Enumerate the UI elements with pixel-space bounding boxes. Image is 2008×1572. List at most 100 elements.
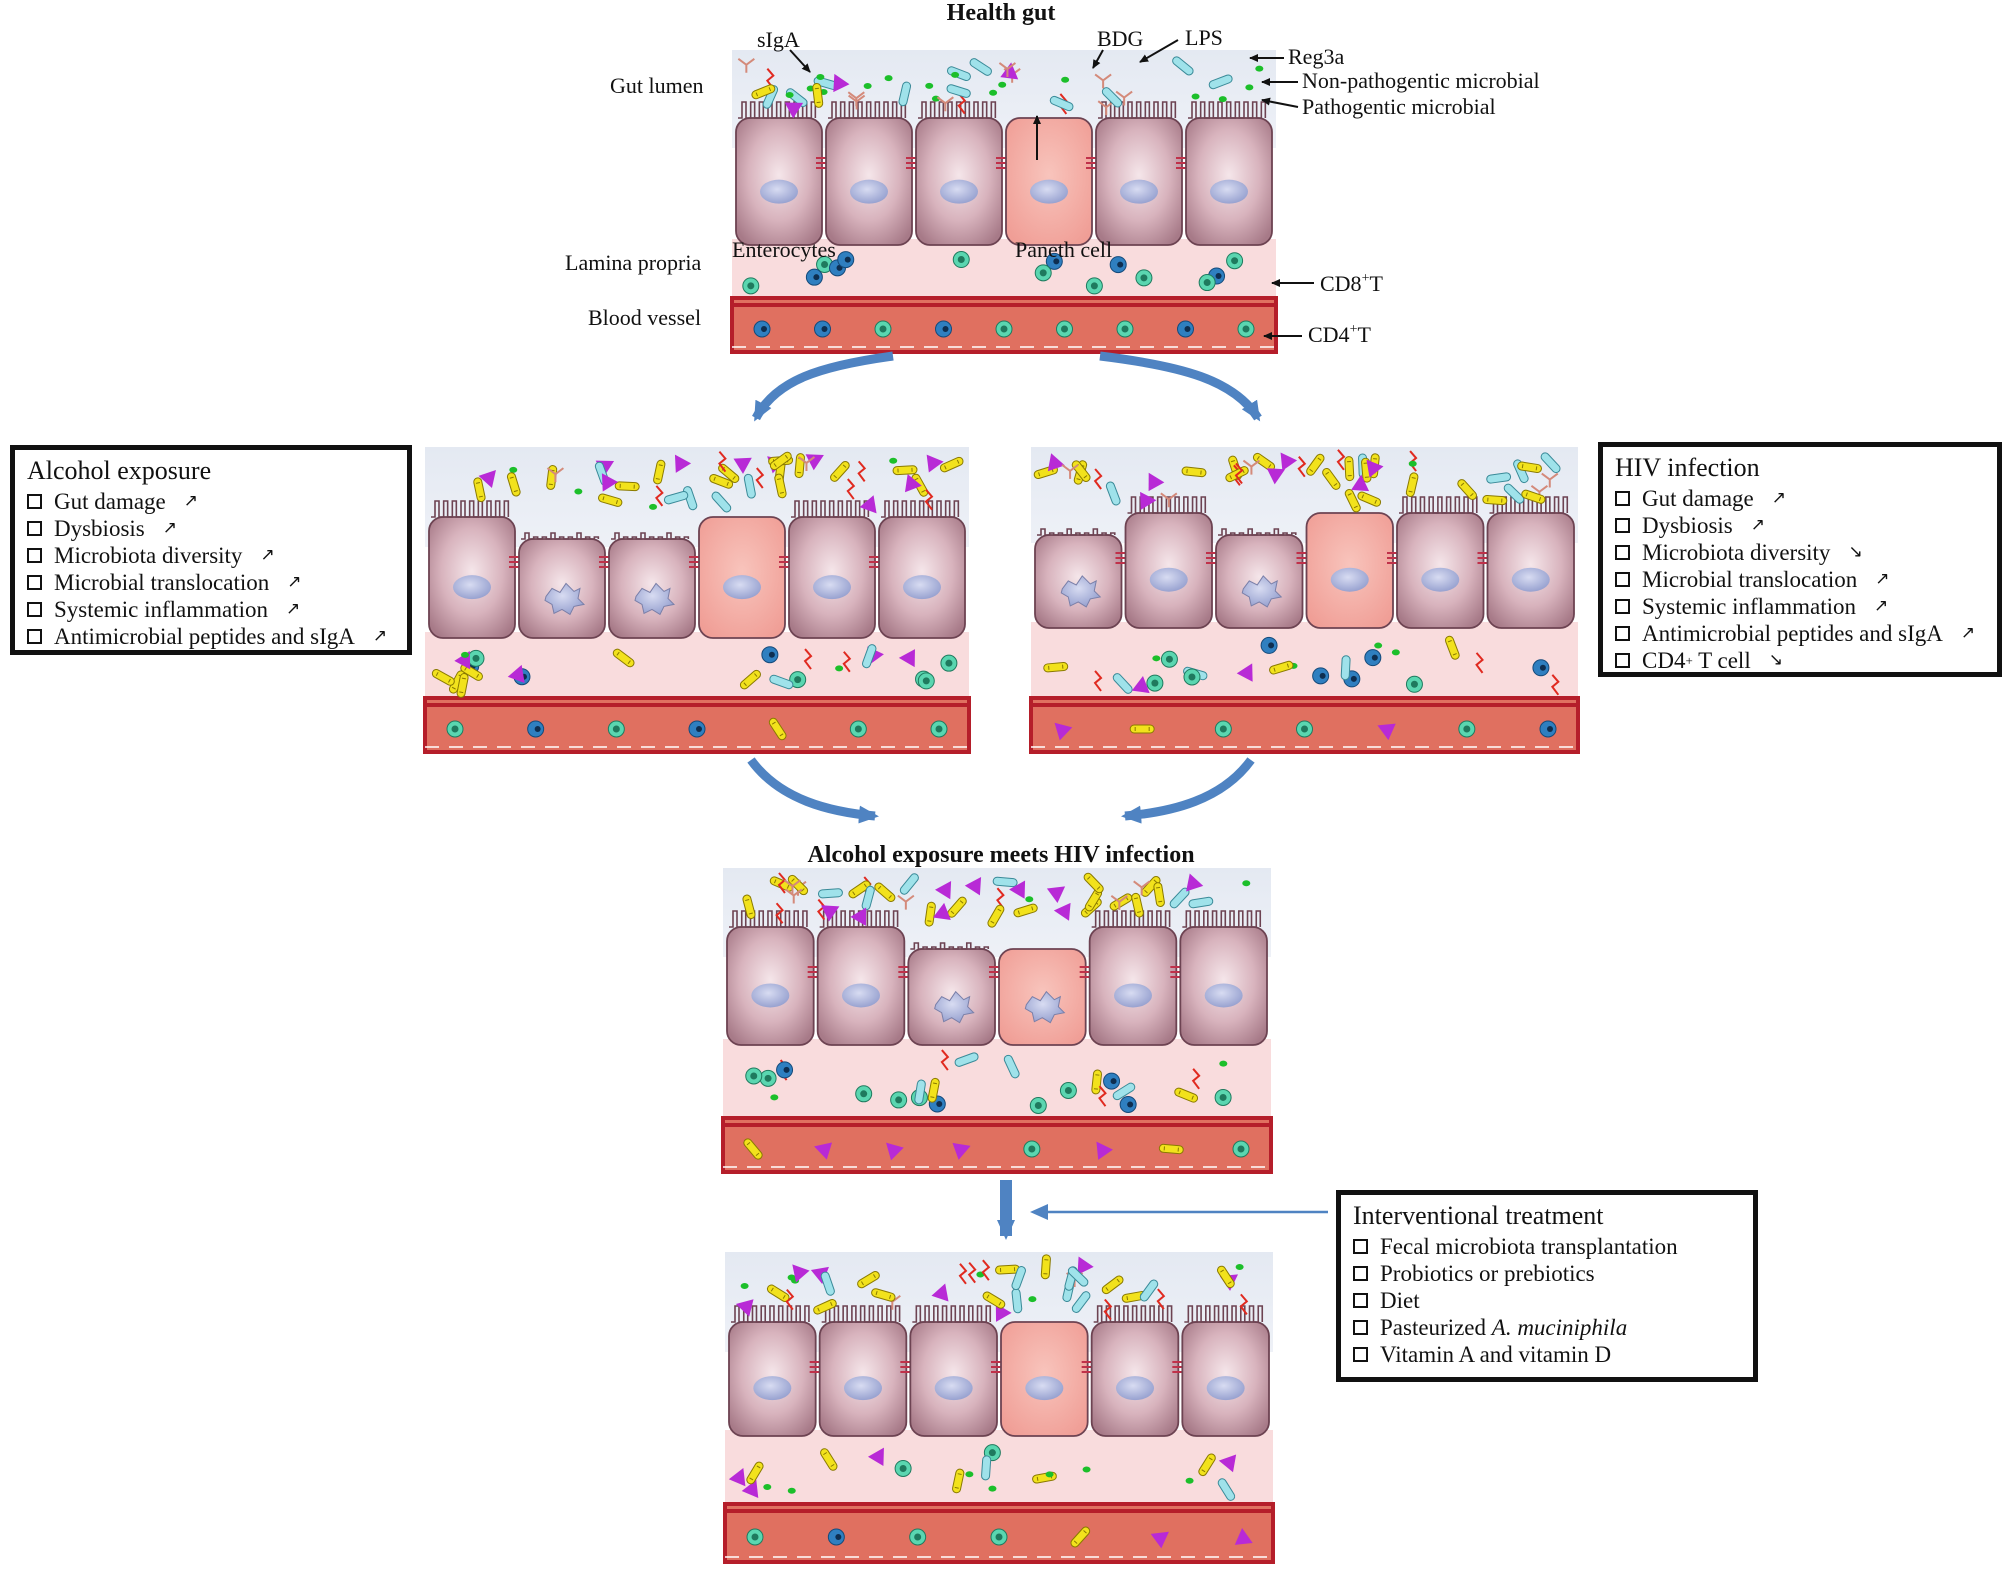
microbe-body [946,66,971,82]
pathogenic-microbe [1070,1526,1091,1548]
pathogenic-microbe [987,904,1005,928]
hiv-gut-panel [1029,447,1580,754]
lps-triangle-icon [886,1142,904,1161]
non-pathogenic-microbe [663,490,689,505]
pathogen-band [1347,493,1352,496]
pathogen-band [745,899,750,902]
nucleus [934,1376,973,1401]
fragmented-nucleus [634,582,676,616]
pathogen-band [1353,505,1358,509]
pathogen-band [773,463,777,467]
cd4-nucleus [936,1100,943,1107]
lps-triangle-icon [926,454,944,473]
non-pathogenic-microbe [1188,896,1214,909]
pathogen-band [1535,466,1538,471]
pathogen-band [956,459,960,464]
cd4-nucleus [1547,726,1553,732]
superscript: + [1685,653,1693,668]
lps-triangle-icon [1366,459,1384,478]
nucleus [1210,179,1248,204]
trend-up-icon: ↗ [286,599,301,619]
pathogenic-pointer-arrow [1261,97,1299,108]
non-pathogenic-microbe [1011,1266,1026,1291]
non-pathogenic-microbe [1208,74,1233,90]
reg3a-peptide-icon [1152,655,1161,662]
list-item: Dysbiosis↗ [27,515,397,542]
pathogen-band [1525,492,1528,497]
list-item-text: Dysbiosis [54,516,145,541]
microbe-body [1139,1279,1159,1302]
reg3a-peptide-icon [889,457,898,464]
pathogen-band [1268,464,1272,468]
microvilli [1399,496,1478,514]
checkbox-icon [1615,599,1630,614]
pathogenic-microbe [871,1288,896,1302]
cd8-nucleus [1203,279,1211,287]
pathogen-band [1361,494,1365,499]
cd8-nucleus [1061,325,1068,333]
nucleus [753,1376,792,1401]
list-item: Pasteurized A. muciniphila [1353,1314,1743,1341]
checkbox-icon [1353,1293,1368,1308]
bdg-zigzag-icon [816,898,826,921]
reg3a-peptide-icon [863,83,872,90]
siga-antibody-icon [1094,73,1112,89]
reg3a-peptide-icon [1242,880,1251,887]
pathogen-band [1126,1296,1129,1301]
pathogen-band [861,1281,864,1286]
pathogen-band [1227,1281,1232,1285]
pathogen-band [513,490,518,493]
pathogen-band [748,912,753,915]
list-item-text: Diet [1380,1288,1420,1313]
siga-antibody-icon [546,467,565,483]
list-item: Microbiota diversity↘ [1615,539,1987,566]
checkbox-icon [27,548,42,563]
microvilli [1184,1305,1264,1323]
list-item: Gut damage↗ [1615,485,1987,512]
bdg-zigzag-icon [1234,462,1244,485]
enterocyte-cell [1124,496,1213,629]
bdg-legend-label: BDG [1097,26,1144,51]
pathogen-band [1137,911,1142,913]
pathogen-band [726,481,729,486]
bdg-zigzag-icon [1550,674,1560,696]
pathogen-band [1256,456,1260,460]
reg3a-peptide-icon [649,503,658,510]
cd8-nucleus [914,1533,922,1541]
cd4-nucleus [696,726,702,732]
microbe-body [899,873,919,895]
pathogenic-microbe [1217,1265,1235,1289]
cd4-nucleus [1539,664,1546,671]
pathogen-body [812,82,824,108]
enterocyte-cell [735,101,823,246]
enterocyte-cell [1215,528,1304,629]
reg3a-peptide-icon [574,488,583,495]
pathogen-band [459,691,464,694]
checkbox-icon [1353,1266,1368,1281]
pathogenic-microbe [924,901,936,927]
siga-antibody-icon [936,96,954,112]
lps-triangle-icon [1047,453,1065,472]
reg3a-peptide-icon [1218,96,1227,103]
pathogen-band [782,1295,786,1299]
non-pathogenic-microbe [992,876,1018,888]
nucleus [1120,179,1158,204]
pathogenic-microbe [473,477,486,503]
lps-triangle-icon [931,1283,949,1302]
pathogen-body [1344,456,1355,482]
list-item: Diet [1353,1287,1743,1314]
pathogen-band [921,489,926,493]
pathogen-band [448,678,451,683]
pathogen-band [1460,482,1465,487]
healthy-gut-panel [730,50,1278,354]
pathogen-band [817,1307,820,1312]
lps-triangle-icon [1377,723,1396,741]
enterocyte-cell [428,500,516,639]
reg3a-peptide-icon [785,91,794,98]
enterocyte-cell [1486,496,1575,629]
pathogen-band [779,733,784,737]
blood-vessel-label: Blood vessel [588,305,701,330]
hiv-effects-list: Gut damage↗Dysbiosis↗Microbiota diversit… [1615,485,1987,674]
cd8-nucleus [854,725,862,733]
pathogen-band [773,879,777,884]
